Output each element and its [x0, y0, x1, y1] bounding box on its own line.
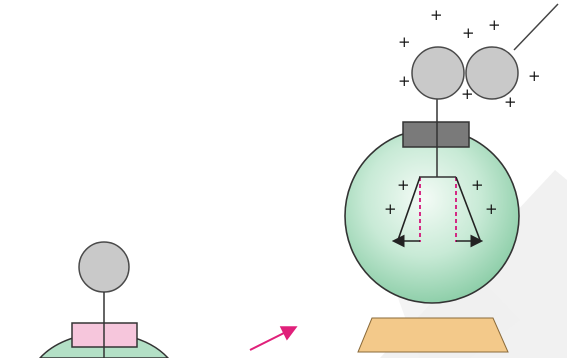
charge-plus: + — [528, 67, 541, 85]
charge-plus: + — [398, 72, 411, 90]
top-sphere — [411, 46, 465, 100]
charging-rod-sphere — [465, 46, 519, 100]
charged-electroscope — [344, 46, 520, 353]
charging-rod — [465, 3, 559, 100]
charge-plus: + — [461, 85, 474, 103]
left-electroscope — [38, 241, 170, 358]
transition-arrow — [249, 326, 298, 351]
left-sphere — [78, 241, 130, 293]
leaf-left — [397, 176, 421, 241]
charge-plus: + — [504, 93, 517, 111]
charge-symbols: + + + + + + + + + + + + — [384, 6, 541, 218]
charging-rod-handle — [513, 3, 559, 51]
charge-plus: + — [398, 33, 411, 51]
charge-plus-leaf: + — [471, 176, 484, 194]
charge-plus-leaf: + — [384, 200, 397, 218]
charge-plus: + — [462, 24, 475, 42]
cork — [402, 121, 470, 148]
charge-plus-leaf: + — [485, 200, 498, 218]
charge-plus: + — [430, 6, 443, 24]
charge-plus-leaf: + — [397, 176, 410, 194]
charge-plus: + — [488, 16, 501, 34]
leaf-right — [455, 176, 481, 241]
base — [357, 317, 509, 353]
